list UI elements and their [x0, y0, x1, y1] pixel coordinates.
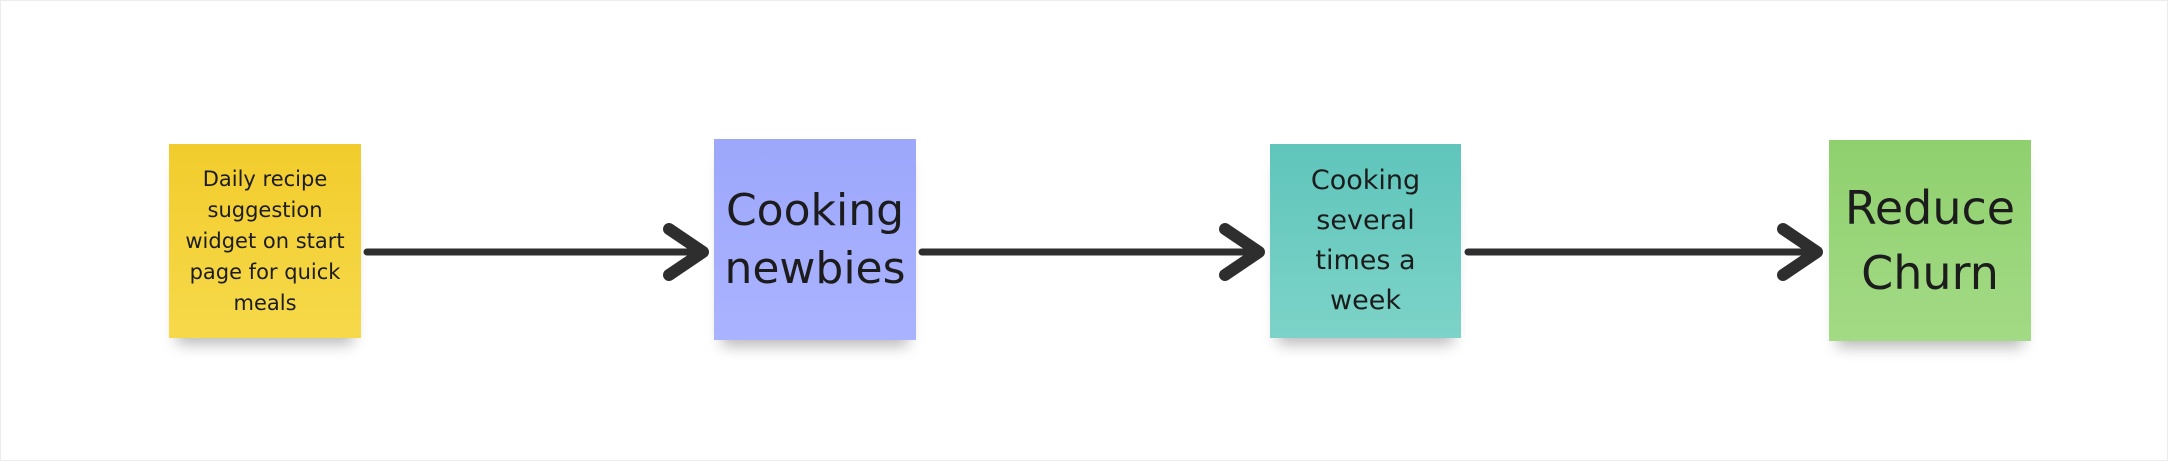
sticky-note-recipe-widget[interactable]: Daily recipe suggestion widget on start … — [169, 144, 361, 338]
connector-arrow-3[interactable] — [1464, 223, 1823, 281]
connector-arrow-2[interactable] — [918, 223, 1265, 281]
sticky-note-cooking-several-times[interactable]: Cooking several times a week — [1270, 144, 1461, 338]
sticky-note-cooking-newbies[interactable]: Cooking newbies — [714, 139, 916, 340]
sticky-note-reduce-churn[interactable]: Reduce Churn — [1829, 140, 2031, 341]
sticky-note-text: Cooking newbies — [724, 184, 906, 294]
sticky-note-text: Cooking several times a week — [1310, 165, 1421, 316]
connector-arrow-1[interactable] — [363, 223, 709, 281]
sticky-note-text: Reduce Churn — [1844, 180, 2016, 300]
sticky-note-text: Daily recipe suggestion widget on start … — [185, 166, 345, 315]
